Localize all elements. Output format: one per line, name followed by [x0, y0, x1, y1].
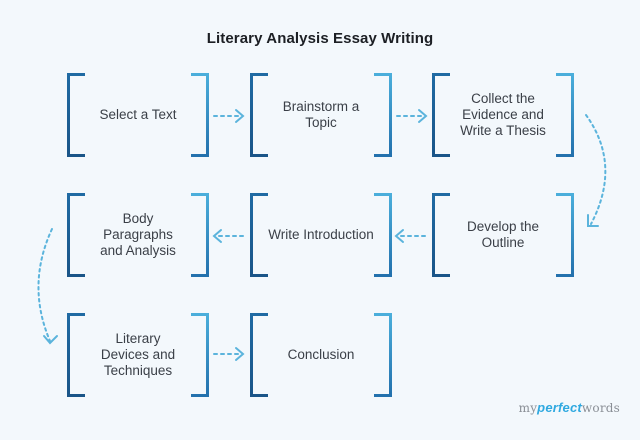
step-body-paragraphs: Body Paragraphs and Analysis — [67, 193, 209, 277]
logo-part-words: words — [581, 401, 620, 415]
step-label: Conclusion — [287, 347, 355, 362]
bracket-frame — [250, 193, 392, 277]
diagram-title: Literary Analysis Essay Writing — [206, 30, 434, 47]
curved-arrow-down-icon — [37, 228, 58, 345]
bracket-frame — [432, 73, 574, 157]
logo-part-my: my — [518, 401, 538, 415]
arrow-left-icon — [212, 229, 244, 243]
step-label: Brainstorm a Topic — [282, 99, 360, 130]
step-label: Body Paragraphs and Analysis — [100, 211, 176, 258]
curved-arrow-down-icon — [585, 114, 607, 227]
bracket-frame — [250, 313, 392, 397]
arrow-right-icon — [396, 109, 428, 123]
step-select-text: Select a Text — [67, 73, 209, 157]
step-write-introduction: Write Introduction — [250, 193, 392, 277]
step-conclusion: Conclusion — [250, 313, 392, 397]
step-brainstorm-topic: Brainstorm a Topic — [250, 73, 392, 157]
step-label: Select a Text — [99, 107, 177, 122]
step-label: Write Introduction — [268, 227, 374, 242]
step-develop-outline: Develop the Outline — [432, 193, 574, 277]
bracket-frame — [67, 193, 209, 277]
step-literary-devices: Literary Devices and Techniques — [67, 313, 209, 397]
step-label: Develop the Outline — [466, 219, 540, 250]
step-label: Collect the Evidence and Write a Thesis — [460, 91, 546, 138]
bracket-frame — [67, 73, 209, 157]
bracket-frame — [67, 313, 209, 397]
arrow-right-icon — [213, 109, 245, 123]
arrow-right-icon — [213, 347, 245, 361]
arrow-left-icon — [394, 229, 426, 243]
logo-part-perfect: perfect — [537, 400, 582, 415]
brand-logo: myperfectwords — [519, 400, 620, 415]
step-collect-evidence: Collect the Evidence and Write a Thesis — [432, 73, 574, 157]
bracket-frame — [250, 73, 392, 157]
step-label: Literary Devices and Techniques — [100, 331, 176, 378]
bracket-frame — [432, 193, 574, 277]
